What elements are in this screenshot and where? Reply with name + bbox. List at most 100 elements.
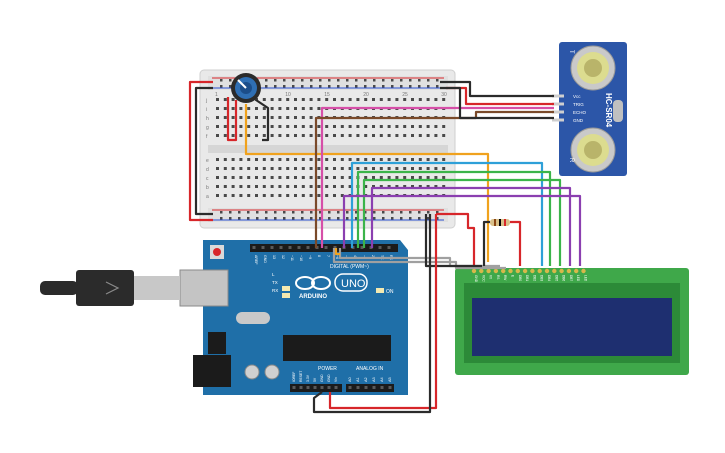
lcd-pin[interactable] <box>501 268 506 274</box>
digital-pin-label: ~10 <box>299 255 303 261</box>
digital-pin[interactable] <box>324 246 328 249</box>
digital-pin[interactable] <box>288 246 292 249</box>
bb-column-number: 10 <box>285 92 291 98</box>
lcd-pin[interactable] <box>544 268 550 274</box>
potentiometer[interactable] <box>231 73 261 103</box>
digital-pin[interactable] <box>252 246 256 249</box>
bb-row-letter: e <box>206 158 209 164</box>
bb-column-number: 30 <box>441 92 447 98</box>
bb-column-number: 15 <box>324 92 330 98</box>
digital-pin[interactable] <box>333 246 337 249</box>
analog-pin-label: A4 <box>380 377 384 382</box>
wire-lcd-db4 <box>370 186 572 266</box>
wire-sensor-trig <box>320 106 554 248</box>
power-pin[interactable] <box>320 386 324 389</box>
analog-pin[interactable] <box>356 386 360 389</box>
lcd-pin[interactable] <box>559 268 564 274</box>
led-label: RX <box>272 288 278 293</box>
sensor-pin[interactable] <box>552 110 564 114</box>
lcd-pin[interactable] <box>552 268 557 274</box>
arduino-uno[interactable]: ARDUINO UNO ON DIGITAL (PWM~) POWER ANAL… <box>179 240 408 395</box>
lcd-pin-label: E <box>511 275 515 277</box>
power-pin-label: GND <box>327 374 331 382</box>
power-pin[interactable] <box>327 386 331 389</box>
usb-cable <box>40 270 180 306</box>
digital-pin[interactable] <box>306 246 310 249</box>
bb-row-letter: f <box>206 134 208 140</box>
power-pin-label: IOREF <box>292 372 296 382</box>
digital-pin[interactable] <box>360 246 364 249</box>
wire-pot-red <box>226 97 238 142</box>
digital-pin-label: ~6 <box>335 255 339 259</box>
arduino-brand: ARDUINO <box>299 294 327 300</box>
lcd-pin[interactable] <box>486 268 491 274</box>
analog-pin-label: A0 <box>348 377 352 382</box>
lcd-pin[interactable] <box>471 268 477 274</box>
sensor-pin[interactable] <box>552 102 564 106</box>
analog-pin[interactable] <box>364 386 368 389</box>
lcd-pin-label: DB1 <box>525 275 529 281</box>
sensor-pin[interactable] <box>552 94 564 98</box>
lcd-pin[interactable] <box>522 268 528 274</box>
digital-pin[interactable] <box>378 246 382 249</box>
digital-pin-label: GND <box>263 255 267 263</box>
power-pin[interactable] <box>292 386 296 389</box>
analog-pin[interactable] <box>372 386 376 389</box>
bb-column-number: 25 <box>402 92 408 98</box>
sensor-mark-t: T <box>568 50 574 54</box>
power-pin[interactable] <box>306 386 310 389</box>
analog-pin[interactable] <box>380 386 384 389</box>
lcd-pin[interactable] <box>530 268 535 274</box>
arduino-digital-label: DIGITAL (PWM~) <box>330 264 369 270</box>
lcd-pin[interactable] <box>515 268 520 274</box>
lcd-pin-label: DB4 <box>547 275 551 281</box>
digital-pin[interactable] <box>279 246 283 249</box>
lcd-pin-label: RS <box>496 275 500 279</box>
lcd-pin[interactable] <box>537 268 542 274</box>
power-pin[interactable] <box>334 386 338 389</box>
digital-pin[interactable] <box>387 246 391 249</box>
wires <box>188 80 582 414</box>
power-pin-label: 5V <box>313 377 317 382</box>
sensor-mark-r: R <box>568 158 574 163</box>
bb-row-letter: j <box>205 98 207 104</box>
lcd-pin[interactable] <box>566 268 572 274</box>
lcd-pin-label: GND <box>474 275 478 283</box>
digital-pin-label: 13 <box>272 255 276 259</box>
lcd-pin-label: DB7 <box>569 275 573 281</box>
bb-row-letter: d <box>206 167 209 173</box>
sensor-pin-label: TRIG <box>573 102 584 107</box>
wire-sensor-gnd <box>440 86 554 120</box>
digital-pin[interactable] <box>270 246 274 249</box>
analog-pin-label: A2 <box>364 377 368 382</box>
digital-pin-label: ~9 <box>308 255 312 259</box>
led-label: TX <box>272 280 278 285</box>
lcd-pin-label: DB5 <box>554 275 558 281</box>
lcd-pin[interactable] <box>581 268 586 274</box>
analog-pin[interactable] <box>388 386 392 389</box>
arduino-model: UNO <box>341 278 366 290</box>
sensor-pin[interactable] <box>552 118 564 122</box>
led-label: L <box>272 272 275 277</box>
lcd-pin-label: LED <box>576 275 580 282</box>
lcd-pin[interactable] <box>508 268 513 274</box>
digital-pin[interactable] <box>261 246 265 249</box>
lcd-pin[interactable] <box>479 268 484 274</box>
resistor <box>490 219 510 226</box>
power-pin[interactable] <box>299 386 303 389</box>
wire-arduino-gnd <box>312 214 432 414</box>
power-pin-label: GND <box>320 374 324 382</box>
lcd-pin[interactable] <box>493 268 499 274</box>
lcd-pin-label: DB6 <box>562 275 566 281</box>
lcd-pin[interactable] <box>574 268 579 274</box>
power-pin[interactable] <box>313 386 317 389</box>
analog-pin[interactable] <box>348 386 352 389</box>
bb-row-letter: g <box>206 125 209 131</box>
digital-pin[interactable] <box>297 246 301 249</box>
wire-arduino-orange <box>334 248 340 256</box>
arduino-on-label: ON <box>386 289 394 295</box>
digital-pin-label: 7 <box>326 255 330 257</box>
